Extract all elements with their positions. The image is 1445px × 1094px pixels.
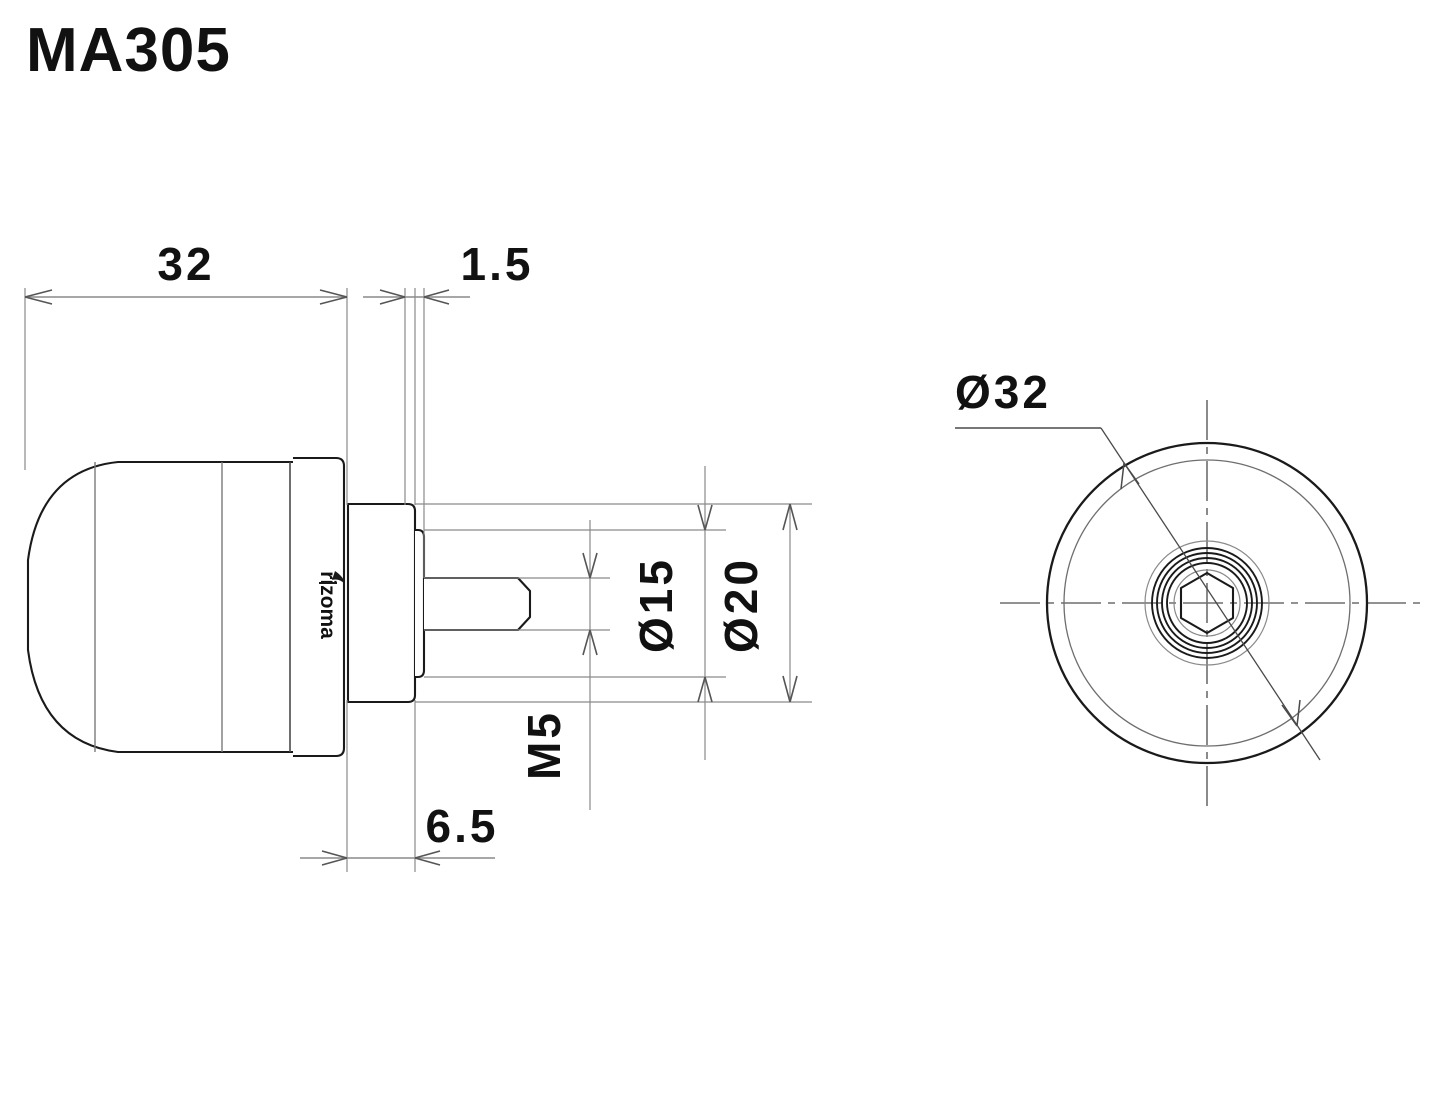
dim-d15-label: Ø15	[630, 557, 682, 653]
extension-lines	[24, 288, 812, 872]
dim-32-label: 32	[157, 238, 214, 290]
dim-d20-arrow-top	[782, 503, 798, 531]
shoulder-step	[415, 528, 426, 679]
boss-ring-6	[1173, 569, 1241, 637]
dim-d32-label: Ø32	[955, 366, 1051, 418]
page-title: MA305	[26, 16, 231, 85]
dim-32-arrow-left	[24, 289, 53, 305]
hex-socket-icon	[1179, 571, 1235, 635]
dim-32-arrow-right	[319, 289, 348, 305]
dimension-d15: Ø15	[630, 504, 713, 703]
dim-m5-arrow-bottom	[582, 629, 598, 656]
dimension-6-5: 6.5	[300, 800, 499, 866]
boss-ring-1	[1144, 540, 1270, 666]
side-section-view: rizoma	[24, 238, 812, 872]
boss-ring-2	[1151, 547, 1263, 659]
cap-outer-circle	[1045, 441, 1369, 765]
boss-ring-3	[1156, 552, 1258, 654]
cap-inner-circle	[1063, 459, 1351, 747]
collar-band	[293, 456, 346, 758]
dim-6-5-label: 6.5	[426, 800, 499, 852]
dim-d15-arrow-bottom	[697, 676, 713, 703]
dim-m5-label: M5	[518, 710, 570, 780]
front-view: Ø32	[955, 366, 1420, 812]
dim-1-5-arrow-left	[379, 289, 406, 305]
dim-6-5-arrow-left	[321, 850, 348, 866]
dim-d20-label: Ø20	[715, 557, 767, 653]
dimension-d20: Ø20	[715, 503, 798, 703]
dim-1-5-label: 1.5	[461, 238, 534, 290]
dimension-lines-vertical	[589, 466, 791, 810]
dim-1-5-arrow-right	[423, 289, 450, 305]
dim-m5-arrow-top	[582, 552, 598, 579]
brand-logo: rizoma	[316, 571, 345, 639]
brand-mark-icon	[332, 571, 345, 584]
cap-outline	[26, 460, 307, 754]
dimension-1-5: 1.5	[363, 238, 534, 305]
brand-logo-text: rizoma	[316, 571, 339, 639]
boss-ring-5	[1166, 562, 1248, 644]
threaded-shaft	[424, 576, 532, 632]
dim-d20-arrow-bottom	[782, 675, 798, 703]
dim-6-5-arrow-right	[414, 850, 441, 866]
body-cylinder	[346, 502, 417, 704]
dimension-m5: M5	[518, 552, 598, 780]
dim-d15-arrow-top	[697, 504, 713, 531]
dimension-32: 32	[24, 238, 348, 305]
d32-diameter-line	[1100, 427, 1321, 761]
boss-ring-4	[1161, 557, 1253, 649]
d32-arrow-lower	[1281, 699, 1301, 727]
dimension-d32-leader: Ø32	[955, 366, 1321, 761]
d32-arrow-upper	[1120, 462, 1140, 490]
